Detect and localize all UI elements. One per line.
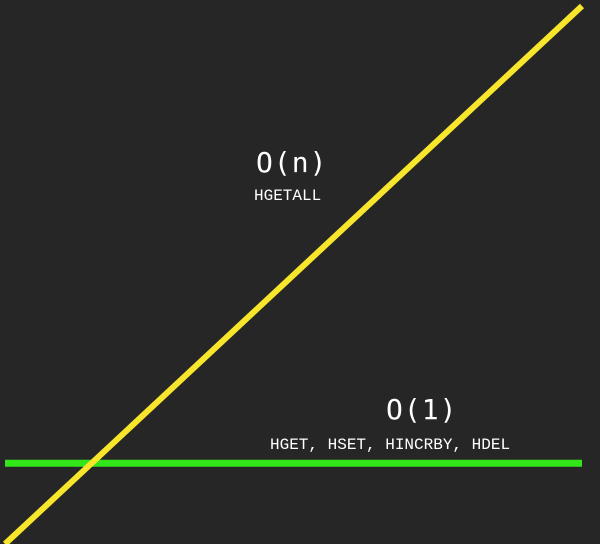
constant-series-label: O(1) [386, 393, 458, 426]
linear-series-label: O(n) [256, 146, 328, 179]
linear-series-commands: HGETALL [254, 187, 322, 205]
constant-series-commands: HGET, HSET, HINCRBY, HDEL [270, 436, 511, 454]
linear-series-line [2, 3, 585, 544]
